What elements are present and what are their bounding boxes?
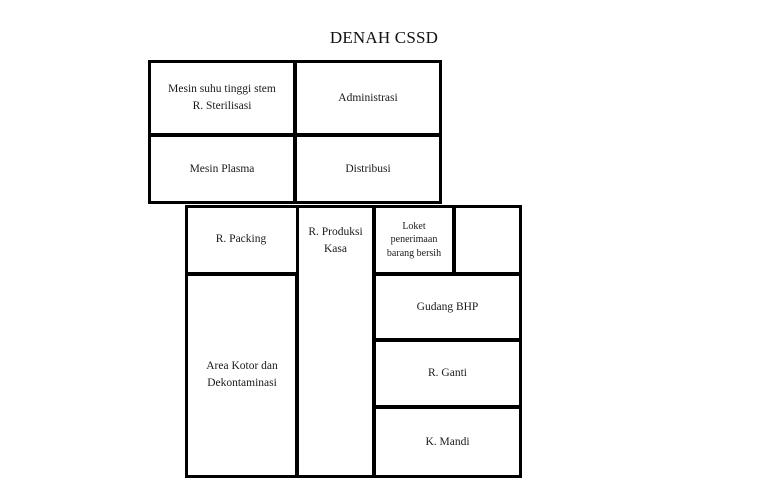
room-sterilisasi: Mesin suhu tinggi stem R. Sterilisasi xyxy=(148,60,296,136)
room-area-kotor-dekontaminasi-label: Area Kotor dan Dekontaminasi xyxy=(206,360,278,389)
room-administrasi-label: Administrasi xyxy=(338,91,398,104)
room-sterilisasi-label: Mesin suhu tinggi stem R. Sterilisasi xyxy=(168,83,276,112)
room-kamar-mandi-label: K. Mandi xyxy=(425,435,470,448)
room-kamar-mandi: K. Mandi xyxy=(373,406,522,478)
room-distribusi-label: Distribusi xyxy=(345,162,391,175)
room-gudang-bhp: Gudang BHP xyxy=(373,273,522,341)
room-gudang-bhp-label: Gudang BHP xyxy=(416,300,479,313)
room-loket-penerimaan-label: Loket penerimaan barang bersih xyxy=(386,220,442,259)
room-mesin-plasma-label: Mesin Plasma xyxy=(189,162,255,175)
room-produksi-kasa-label: R. Produksi Kasa xyxy=(308,226,363,255)
room-r-ganti-label: R. Ganti xyxy=(428,367,467,380)
room-mesin-plasma: Mesin Plasma xyxy=(148,134,296,204)
room-area-kotor-dekontaminasi xyxy=(185,273,298,478)
room-administrasi: Administrasi xyxy=(294,60,442,136)
room-r-ganti: R. Ganti xyxy=(373,339,522,408)
room-packing-label: R. Packing xyxy=(215,233,267,245)
room-unlabeled xyxy=(453,205,522,275)
room-distribusi: Distribusi xyxy=(294,134,442,204)
room-loket-penerimaan: Loket penerimaan barang bersih xyxy=(373,205,455,275)
page-title: DENAH CSSD xyxy=(329,28,439,47)
